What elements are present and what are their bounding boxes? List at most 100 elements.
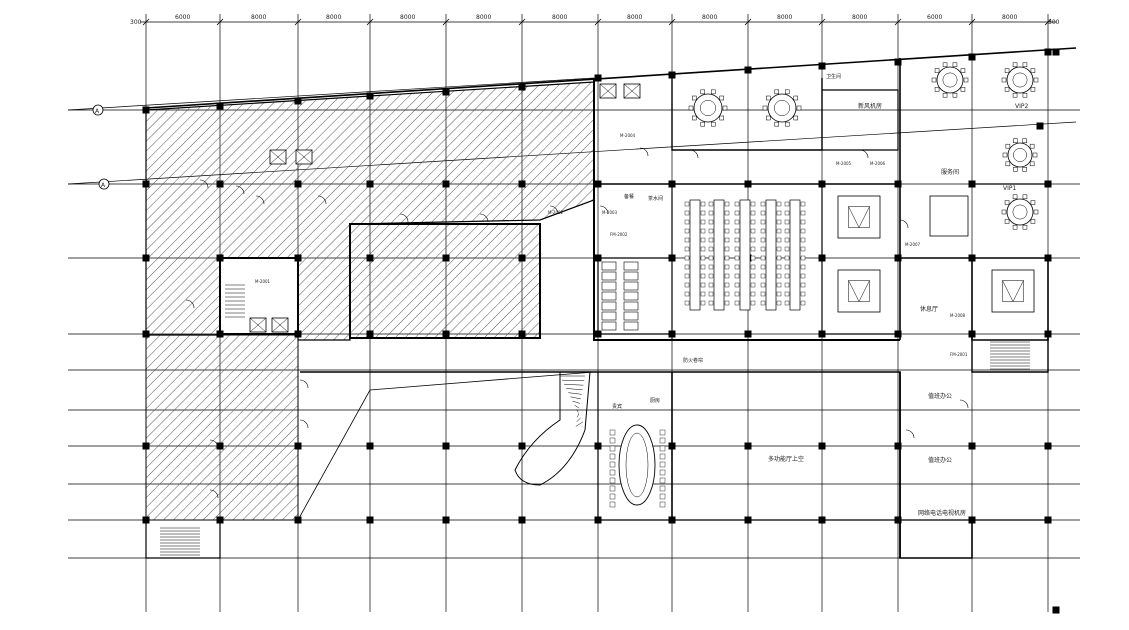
chair <box>960 87 966 92</box>
dimension-tick <box>968 18 976 26</box>
wall-stair-east <box>971 334 1049 373</box>
chair <box>1012 62 1018 68</box>
round-table-inner <box>774 100 790 116</box>
wall-toilet-block <box>597 258 672 335</box>
chair <box>1004 219 1010 224</box>
room-label-service: 服务间 <box>941 168 959 176</box>
structural-column <box>216 180 224 188</box>
dimension-span-label: 8000 <box>326 14 341 21</box>
door-swing <box>185 299 195 309</box>
elevator-cross <box>623 83 641 99</box>
furniture <box>601 62 1039 508</box>
chair <box>708 264 714 270</box>
dimension-span-label: 8000 <box>777 14 792 21</box>
chair <box>760 264 766 270</box>
door-swing <box>959 399 969 409</box>
structural-column <box>366 180 374 188</box>
chair <box>708 273 714 279</box>
chair <box>760 210 766 216</box>
structural-column <box>442 88 450 96</box>
chair <box>724 201 730 207</box>
wall-meeting-rooms <box>821 184 898 335</box>
door-swing <box>905 429 915 439</box>
chair <box>760 201 766 207</box>
door-tag-7: M-2007 <box>905 242 921 247</box>
long-table <box>713 199 725 311</box>
chair <box>760 273 766 279</box>
chair <box>700 89 705 95</box>
chair <box>1030 68 1036 73</box>
structural-column <box>744 66 752 74</box>
structural-column <box>366 516 374 524</box>
structural-column <box>442 254 450 262</box>
chair <box>800 273 806 279</box>
room-label-fire-exit: 防火卷帘 <box>683 357 703 364</box>
round-table <box>1006 66 1034 94</box>
structural-column <box>894 442 902 450</box>
chair <box>708 282 714 288</box>
structural-column <box>442 180 450 188</box>
chair <box>711 89 716 95</box>
structural-column <box>744 330 752 338</box>
chair <box>719 115 725 121</box>
elevator-cross <box>599 83 617 99</box>
chair <box>708 210 714 216</box>
toilet-stall <box>601 291 617 301</box>
table-mark <box>858 280 870 302</box>
chair <box>700 210 706 216</box>
chair <box>1001 77 1007 83</box>
chair <box>800 255 806 261</box>
table-mark <box>858 206 870 228</box>
structural-column <box>518 180 526 188</box>
spiral-step <box>577 413 579 418</box>
chair <box>784 228 790 234</box>
wall-dining-rooms <box>671 78 823 151</box>
structural-column <box>1044 442 1052 450</box>
wall-tower <box>822 89 899 151</box>
dimension-span-label: 8000 <box>852 14 867 21</box>
toilet-stall <box>601 271 617 281</box>
chair <box>659 501 666 508</box>
chair <box>800 282 806 288</box>
spiral-step <box>574 404 580 409</box>
chair <box>734 255 740 261</box>
dimension-tick <box>142 18 150 26</box>
round-table-inner <box>942 72 958 88</box>
chair <box>793 115 799 121</box>
door-swing <box>199 179 209 189</box>
dimension-span-label: 6000 <box>175 14 190 21</box>
toilet-stall <box>601 301 617 311</box>
chair <box>700 219 706 225</box>
chair <box>1022 224 1028 230</box>
chair <box>776 264 782 270</box>
structural-column <box>968 442 976 450</box>
chair <box>800 291 806 297</box>
chair <box>734 246 740 252</box>
chair <box>724 210 730 216</box>
chair <box>659 453 666 460</box>
chair <box>609 461 616 468</box>
chair <box>760 219 766 225</box>
chair <box>1001 209 1007 215</box>
chair <box>659 477 666 484</box>
toilet-stall <box>623 281 639 291</box>
door-swing <box>399 213 409 223</box>
wall-internal <box>594 184 673 341</box>
chair <box>700 264 706 270</box>
chair <box>784 237 790 243</box>
chair <box>724 237 730 243</box>
chair <box>1030 200 1036 205</box>
chair <box>785 121 790 127</box>
room-label-tower: 新风机房 <box>858 102 882 110</box>
chair <box>734 273 740 279</box>
door-swing <box>209 439 219 449</box>
structural-column <box>142 442 150 450</box>
door-tag-3: M-2003 <box>602 210 618 215</box>
chair <box>776 246 782 252</box>
dimension-span-label: 6000 <box>927 14 942 21</box>
chair <box>700 291 706 297</box>
chair <box>784 219 790 225</box>
spiral-step <box>575 421 584 427</box>
structural-column <box>818 62 826 70</box>
